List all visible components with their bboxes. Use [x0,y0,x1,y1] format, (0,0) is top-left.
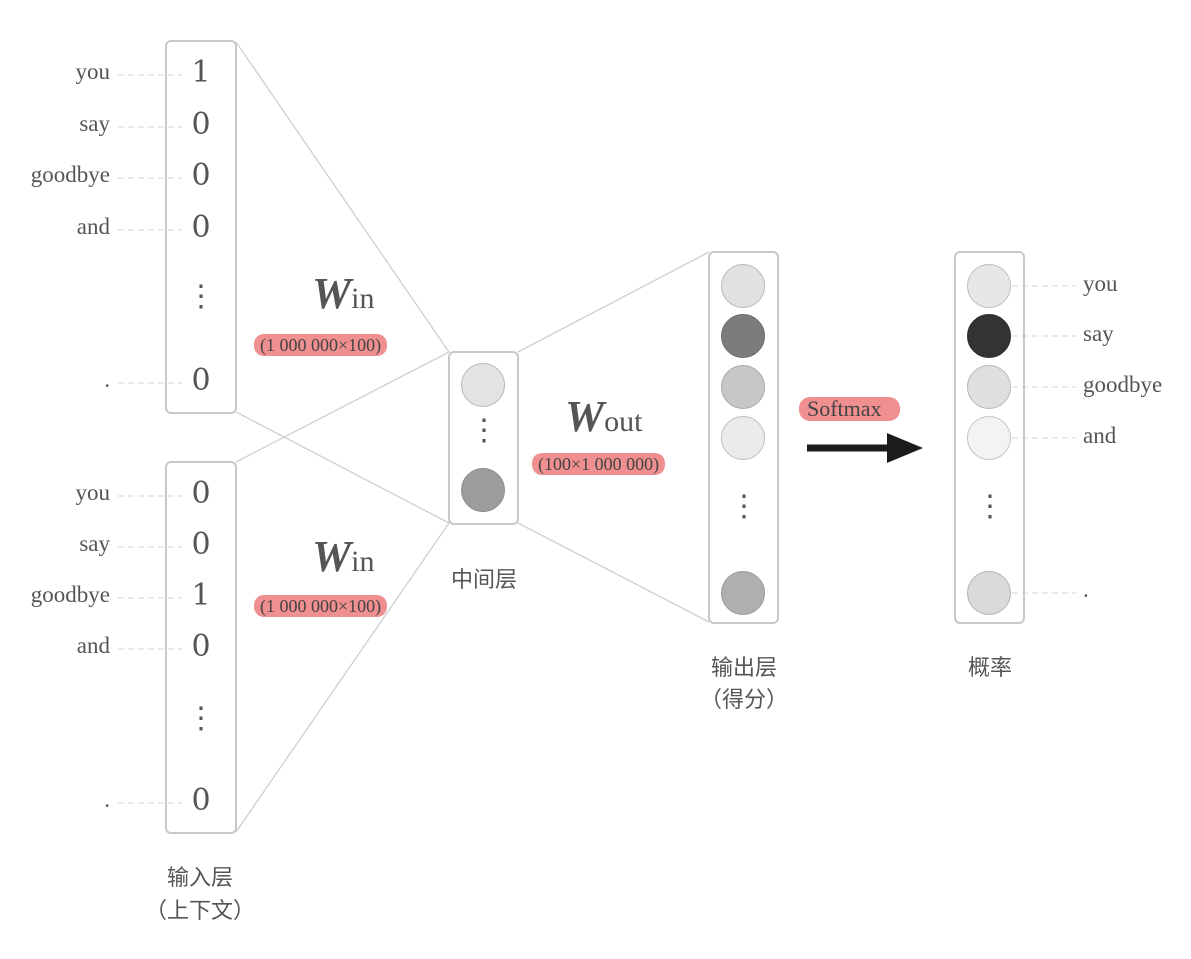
middle-vdots: ⋮ [469,413,499,448]
score-node-3 [721,365,765,409]
input-bottom-value-0: 0 [191,476,211,511]
input-bottom-value-2: 1 [191,578,211,613]
input-bottom-value-3: 0 [191,629,211,664]
middle-layer-label: 中间层 [450,568,517,593]
input-box-top [165,40,237,414]
input-top-word-say: say [79,111,110,136]
score-node-end [721,571,765,615]
w-out-subscript: out [604,405,643,438]
w-in-top-label: Win [312,268,374,319]
input-top-value-0: 1 [191,55,211,90]
input-top-word-goodbye: goodbye [30,162,110,187]
middle-layer-box [448,351,519,525]
output-layer-sublabel: （得分） [699,688,788,713]
score-node-2 [721,314,765,358]
w-in-top-dimension: (1 000 000×100) [254,334,388,356]
input-bottom-word-say: say [79,531,110,556]
input-top-word-end: . [104,367,110,392]
w-out-dimension: (100×1 000 000) [532,453,666,475]
line-in2-bottom [235,522,450,833]
prob-word-you: you [1083,271,1118,296]
w-out-symbol: W [565,392,605,441]
input-box-bottom [165,461,237,834]
input-top-word-you: you [75,59,111,84]
prob-word-end: . [1083,577,1089,602]
w-in-top-symbol: W [312,269,352,318]
input-layer-label: 输入层 [166,866,233,891]
line-in1-bottom [235,411,450,524]
input-layer-sublabel: （上下文） [144,899,255,924]
softmax-arrow [807,433,923,463]
input-top-value-3: 0 [191,210,211,245]
w-in-bottom-dimension: (1 000 000×100) [254,595,388,617]
input-top-word-and: and [76,214,110,239]
line-in2-top [235,351,450,463]
input-bottom-value-end: 0 [191,783,211,818]
prob-vdots: ⋮ [975,489,1005,524]
prob-node-end [967,571,1011,615]
line-in1-top [235,41,450,353]
middle-node-2 [461,468,505,512]
line-out-bottom [517,522,710,623]
input-bottom-vdots: ⋮ [186,701,216,736]
score-node-4 [721,416,765,460]
probability-box [954,251,1025,624]
probability-label: 概率 [967,656,1012,681]
input-bottom-value-1: 0 [191,527,211,562]
w-in-bottom-subscript: in [351,545,375,578]
input-bottom-word-you: you [75,480,111,505]
output-layer-label: 输出层 [710,656,777,681]
prob-word-goodbye: goodbye [1083,372,1163,397]
score-vdots: ⋮ [729,489,759,524]
input-top-vdots: ⋮ [186,279,216,314]
softmax-label: Softmax [799,397,900,421]
output-layer-box [708,251,779,624]
input-bottom-word-goodbye: goodbye [30,582,110,607]
line-out-top [517,251,710,353]
input-top-value-2: 0 [191,158,211,193]
w-in-top-subscript: in [351,282,375,315]
prob-node-2 [967,314,1011,358]
input-bottom-word-and: and [76,633,110,658]
middle-node-1 [461,363,505,407]
input-top-value-end: 0 [191,363,211,398]
prob-node-4 [967,416,1011,460]
w-in-bottom-symbol: W [312,532,352,581]
w-in-bottom-label: Win [312,531,374,582]
w-out-label: Wout [565,391,642,442]
score-node-1 [721,264,765,308]
input-top-value-1: 0 [191,107,211,142]
prob-node-1 [967,264,1011,308]
prob-node-3 [967,365,1011,409]
prob-word-say: say [1083,321,1114,346]
prob-word-and: and [1083,423,1117,448]
input-bottom-word-end: . [104,787,110,812]
